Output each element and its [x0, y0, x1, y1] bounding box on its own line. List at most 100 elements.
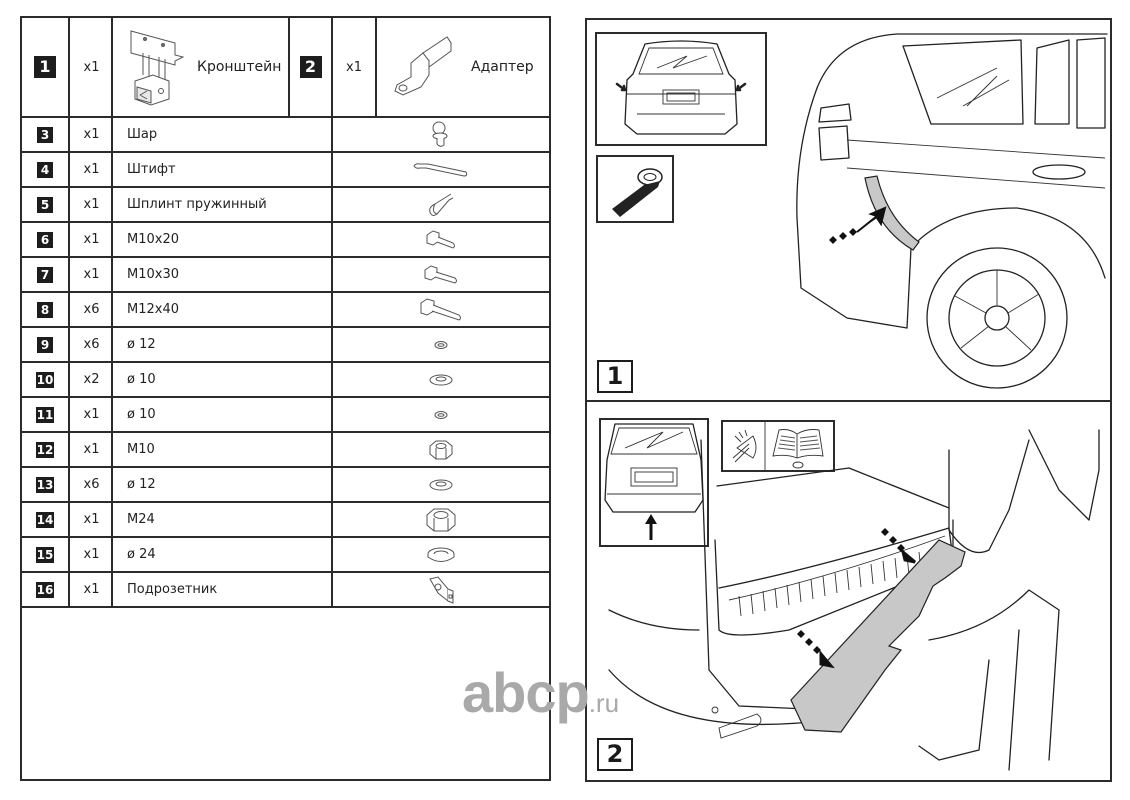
item-qty-cell: x1 [70, 118, 113, 151]
item-name: ø 10 [127, 407, 156, 422]
item-name: Кронштейн [197, 59, 282, 75]
item-qty: x1 [83, 407, 100, 422]
divider [331, 433, 333, 466]
divider [68, 573, 70, 606]
divider [111, 18, 113, 116]
item-image-cell [333, 433, 549, 466]
item-image-cell [333, 258, 549, 291]
bolt-long-icon [420, 297, 461, 321]
step-1-section: 1 [587, 20, 1110, 400]
divider [111, 328, 113, 361]
item-qty-cell: x6 [70, 328, 113, 361]
instruction-panel: 1 [585, 18, 1112, 782]
divider [331, 153, 333, 186]
divider [68, 328, 70, 361]
divider [331, 223, 333, 256]
tow-ball-icon [432, 121, 448, 147]
item-name-cell: ø 12 [127, 468, 327, 501]
item-name-cell: M10 [127, 433, 327, 466]
item-name: M10x20 [127, 232, 179, 247]
bracket-icon [130, 30, 185, 106]
item-number-cell: 2 [290, 18, 331, 116]
divider [111, 153, 113, 186]
item-name: M10 [127, 442, 155, 457]
table-row: 14 x1 M24 [22, 503, 549, 538]
spring-washer-small-icon [434, 340, 448, 349]
item-image-cell [333, 153, 549, 186]
parts-header-row: 1 x1 Кронштейн 2 x1 [22, 18, 549, 118]
divider [68, 258, 70, 291]
item-number-cell: 14 [22, 503, 68, 536]
divider [375, 18, 377, 116]
item-number-badge: 1 [34, 56, 56, 78]
ball-mount-adapter-icon [394, 36, 452, 96]
item-image-cell [333, 328, 549, 361]
car-rear-view-icon [604, 423, 704, 540]
item-name-cell: ø 12 [127, 328, 327, 361]
flat-washer-icon [429, 374, 453, 385]
item-image-cell [333, 188, 549, 221]
step-number-badge: 2 [597, 738, 633, 771]
item-name-cell: Шплинт пружинный [127, 188, 327, 221]
item-qty: x1 [83, 547, 100, 562]
divider [111, 468, 113, 501]
item-qty: x1 [83, 267, 100, 282]
item-qty-cell: x1 [70, 18, 113, 116]
item-name-cell: ø 10 [127, 363, 327, 396]
bolt-short-icon [426, 229, 455, 249]
divider [68, 398, 70, 431]
pin-icon [413, 162, 468, 177]
rear-view-inset [595, 32, 767, 146]
item-name: M10x30 [127, 267, 179, 282]
item-number-badge: 9 [37, 336, 53, 353]
divider [331, 118, 333, 151]
item-number-cell: 6 [22, 223, 68, 256]
item-name-cell: Кронштейн [113, 18, 288, 116]
item-image-cell [333, 538, 549, 571]
item-number-badge: 14 [35, 511, 55, 528]
item-image-cell [333, 118, 549, 151]
item-name-cell: Штифт [127, 153, 327, 186]
item-name: M24 [127, 512, 155, 527]
spring-washer-small-icon [434, 410, 448, 419]
item-qty-cell: x1 [333, 18, 375, 116]
item-qty-cell: x6 [70, 468, 113, 501]
step-2-section: 2 [587, 402, 1110, 782]
item-number-cell: 13 [22, 468, 68, 501]
divider [331, 363, 333, 396]
item-name: Подрозетник [127, 582, 218, 597]
divider [331, 293, 333, 326]
item-qty-cell: x1 [70, 573, 113, 606]
item-image-cell [333, 223, 549, 256]
item-qty-cell: x1 [70, 538, 113, 571]
item-image-cell [333, 293, 549, 326]
item-image-cell [333, 468, 549, 501]
item-number-cell: 4 [22, 153, 68, 186]
divider [331, 18, 333, 116]
item-number-badge: 10 [35, 371, 55, 388]
divider [111, 293, 113, 326]
step-divider [587, 400, 1110, 402]
divider [68, 433, 70, 466]
table-row: 9 x6 ø 12 [22, 328, 549, 363]
item-qty-cell: x1 [70, 503, 113, 536]
item-number-cell: 3 [22, 118, 68, 151]
step-1-illustration [787, 28, 1109, 398]
item-name-cell: Шар [127, 118, 327, 151]
item-number-badge: 5 [37, 196, 53, 213]
item-qty-cell: x6 [70, 293, 113, 326]
item-qty-cell: x1 [70, 258, 113, 291]
item-number-badge: 6 [37, 231, 53, 248]
divider [331, 328, 333, 361]
divider [331, 503, 333, 536]
